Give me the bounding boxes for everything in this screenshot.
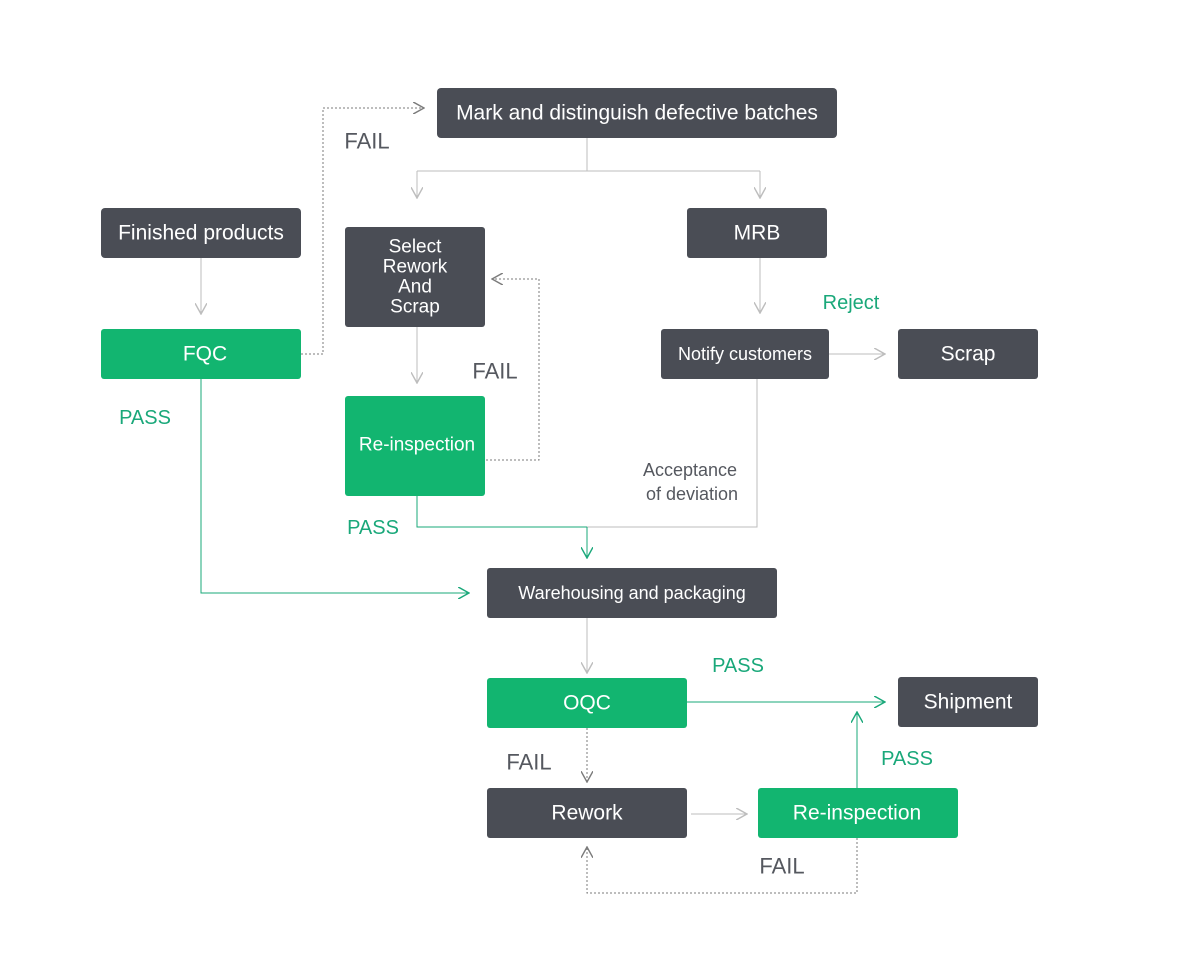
edge-reinspection-fail-to-select (486, 279, 540, 461)
node-select-line-1: Select (389, 237, 443, 258)
node-scrap-label: Scrap (941, 343, 996, 366)
edge-fqc-pass-to-warehousing (200, 379, 469, 593)
label-reject: Reject (823, 292, 880, 314)
edge-mark-split (417, 138, 760, 172)
connectors (200, 108, 885, 894)
label-pass-fqc: PASS (119, 407, 171, 429)
node-finished-products-label: Finished products (118, 222, 284, 245)
node-select-rework-scrap: Select Rework And Scrap (345, 227, 485, 327)
edge-labels: FAIL FAIL FAIL FAIL PASS PASS PASS PASS … (119, 129, 933, 879)
node-scrap: Scrap (898, 329, 1038, 379)
node-select-line-4: Scrap (390, 297, 440, 318)
node-shipment: Shipment (898, 677, 1038, 727)
edge-reinspection-pass (416, 496, 587, 528)
edge-notify-acceptance (587, 379, 758, 528)
label-acceptance-line-2: of deviation (646, 484, 738, 504)
label-acceptance-line-1: Acceptance (643, 460, 737, 480)
node-warehousing-packaging: Warehousing and packaging (487, 568, 777, 618)
node-warehousing-label: Warehousing and packaging (518, 583, 746, 603)
node-shipment-label: Shipment (924, 691, 1013, 714)
node-mark-defective-label: Mark and distinguish defective batches (456, 102, 818, 125)
node-reinspection-2: Re-inspection (758, 788, 958, 838)
label-pass-oqc: PASS (712, 655, 764, 677)
node-reinspection-1-label: Re-inspection (359, 435, 475, 456)
node-notify-customers-label: Notify customers (678, 344, 812, 364)
node-reinspection-2-label: Re-inspection (793, 802, 921, 825)
node-select-line-2: Rework (383, 257, 448, 278)
label-fail-oqc: FAIL (506, 750, 551, 775)
label-pass-reinspection-1: PASS (347, 517, 399, 539)
node-oqc: OQC (487, 678, 687, 728)
node-reinspection-1: Re-inspection (345, 396, 485, 496)
node-finished-products: Finished products (101, 208, 301, 258)
label-fail-reinspection-1: FAIL (472, 359, 517, 384)
node-mark-defective: Mark and distinguish defective batches (437, 88, 837, 138)
node-mrb: MRB (687, 208, 827, 258)
label-fail-reinspection-2: FAIL (759, 854, 804, 879)
node-fqc-label: FQC (183, 343, 227, 366)
node-rework: Rework (487, 788, 687, 838)
node-notify-customers: Notify customers (661, 329, 829, 379)
node-select-line-3: And (398, 277, 432, 298)
node-rework-label: Rework (551, 802, 623, 825)
label-pass-reinspection-2: PASS (881, 748, 933, 770)
node-fqc: FQC (101, 329, 301, 379)
edge-fqc-fail-to-mark (301, 108, 424, 355)
edge-reinspection2-fail-to-rework (587, 838, 858, 894)
node-mrb-label: MRB (734, 222, 781, 245)
label-fail-fqc: FAIL (344, 129, 389, 154)
node-oqc-label: OQC (563, 692, 611, 715)
